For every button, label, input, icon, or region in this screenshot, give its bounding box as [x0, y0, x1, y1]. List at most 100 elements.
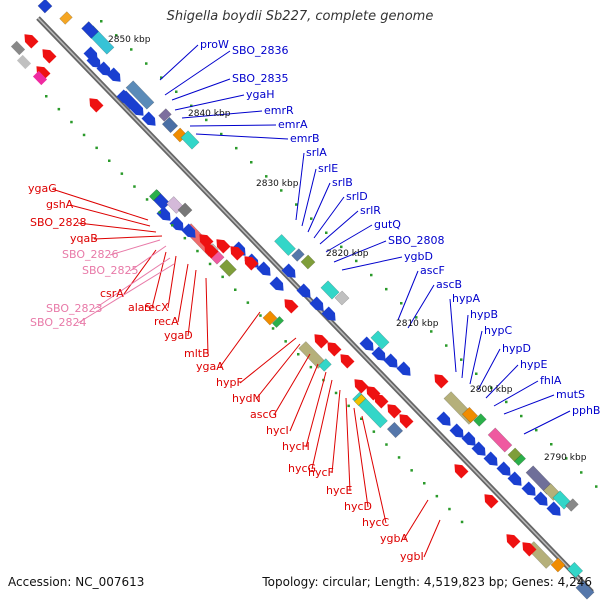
reverse-label-leader: [311, 379, 333, 470]
reverse-gene-arrow: [506, 534, 521, 549]
arrow-shape: [506, 534, 521, 549]
reverse-gene-label: yqaB: [70, 232, 98, 245]
arrow-shape: [454, 464, 469, 479]
arrow-shape: [399, 414, 414, 429]
reverse-gene-arrow: [484, 494, 499, 509]
gene-box-rect: [473, 413, 487, 427]
forward-label-leader: [325, 224, 373, 253]
reverse-gene-arrow: [354, 379, 369, 394]
arrow-shape: [327, 342, 342, 357]
gc-dot: [423, 482, 426, 485]
kbp-tick-label: 2820 kbp: [326, 249, 369, 259]
forward-gene-arrow: [436, 411, 451, 426]
reverse-gene-label: ygbA: [380, 532, 408, 545]
accession-text: Accession: NC_007613: [8, 575, 144, 589]
reverse-gene-arrow: [230, 246, 245, 261]
forward-gene-label: srlE: [318, 162, 338, 175]
forward-gene-label: mutS: [556, 388, 585, 401]
gc-dot: [100, 20, 103, 23]
kbp-tick-label: 2830 kbp: [256, 179, 299, 189]
reverse-label-leader: [255, 343, 301, 400]
reverse-label-leader: [423, 519, 441, 558]
reverse-gene-label: hycC: [362, 516, 390, 529]
forward-gene-arrow: [123, 95, 138, 110]
forward-gene-arrow: [106, 67, 121, 82]
gene-box-rect: [575, 580, 595, 600]
forward-gene-arrow: [449, 423, 464, 438]
forward-label-leader: [171, 78, 231, 101]
forward-gene-arrow: [281, 263, 296, 278]
gc-dot: [95, 146, 98, 150]
forward-label-leader: [485, 364, 519, 399]
gene-box: [59, 11, 73, 25]
kbp-tick-label: 2810 kbp: [396, 319, 439, 329]
gc-dot: [265, 175, 268, 178]
forward-label-leader: [461, 314, 469, 379]
reverse-gene-arrow: [314, 334, 329, 349]
pseudo-gene-label: SBO_2826: [62, 248, 119, 261]
reverse-gene-arrow: [399, 414, 414, 429]
gene-box-rect: [386, 421, 404, 439]
reverse-label-leader: [205, 277, 209, 355]
gene-box: [461, 406, 479, 424]
forward-gene-arrow: [507, 471, 522, 486]
kbp-tick-label: 2790 kbp: [544, 453, 587, 463]
arrow-shape: [484, 494, 499, 509]
gene-box-rect: [487, 427, 513, 453]
topology-text: Topology: circular; Length: 4,519,823 bp…: [261, 575, 592, 589]
gene-box: [334, 290, 350, 306]
arrow-shape: [354, 379, 369, 394]
forward-gene-arrow: [359, 336, 374, 351]
gene-box: [300, 254, 316, 270]
forward-gene-label: srlR: [360, 204, 381, 217]
gene-box: [513, 454, 527, 466]
reverse-gene-label: hycE: [326, 484, 353, 497]
gc-dot: [220, 132, 223, 136]
forward-gene-label: SBO_2835: [232, 72, 289, 85]
gene-box: [487, 427, 513, 453]
forward-gene-label: ygaH: [246, 88, 275, 101]
gc-dot: [205, 118, 208, 122]
arrow-shape: [314, 334, 329, 349]
arrow-shape: [89, 98, 104, 113]
pseudo-gene-label: SBO_2823: [46, 302, 103, 315]
gene-box-rect: [158, 108, 172, 122]
reverse-label-leader: [289, 363, 319, 432]
forward-gene-arrow: [309, 296, 324, 311]
forward-gene-label: srlD: [346, 190, 368, 203]
forward-label-leader: [295, 152, 305, 221]
reverse-label-leader: [93, 235, 163, 240]
forward-label-leader: [493, 380, 539, 407]
forward-gene-arrow: [483, 451, 498, 466]
reverse-gene-arrow: [522, 542, 537, 557]
gc-dot: [445, 344, 448, 347]
arrow-shape: [269, 276, 284, 291]
reverse-label-leader: [361, 415, 387, 524]
gc-dot: [535, 428, 538, 432]
gene-box: [274, 233, 296, 257]
gc-dot: [280, 189, 283, 192]
reverse-gene-label: SBO_2828: [30, 216, 87, 229]
reverse-label-leader: [403, 499, 429, 540]
gc-dot: [259, 314, 262, 317]
gene-box: [177, 202, 193, 218]
gene-box: [81, 21, 99, 39]
gc-dot: [448, 507, 451, 511]
gc-dot: [490, 386, 493, 390]
gc-dot: [505, 400, 508, 404]
forward-gene-label: srlB: [332, 176, 353, 189]
forward-label-leader: [341, 256, 403, 271]
forward-gene-label: hypD: [502, 342, 531, 355]
arrow-shape: [521, 481, 536, 496]
forward-label-leader: [523, 410, 571, 435]
forward-gene-label: hypE: [520, 358, 547, 371]
reverse-label-leader: [177, 263, 189, 323]
reverse-gene-label: alaS: [128, 301, 152, 314]
gene-box: [10, 40, 26, 56]
pseudo-label-leader: [129, 245, 167, 272]
gc-dot: [234, 288, 237, 291]
forward-gene-arrow: [521, 481, 536, 496]
reverse-gene-label: mltB: [184, 347, 210, 360]
